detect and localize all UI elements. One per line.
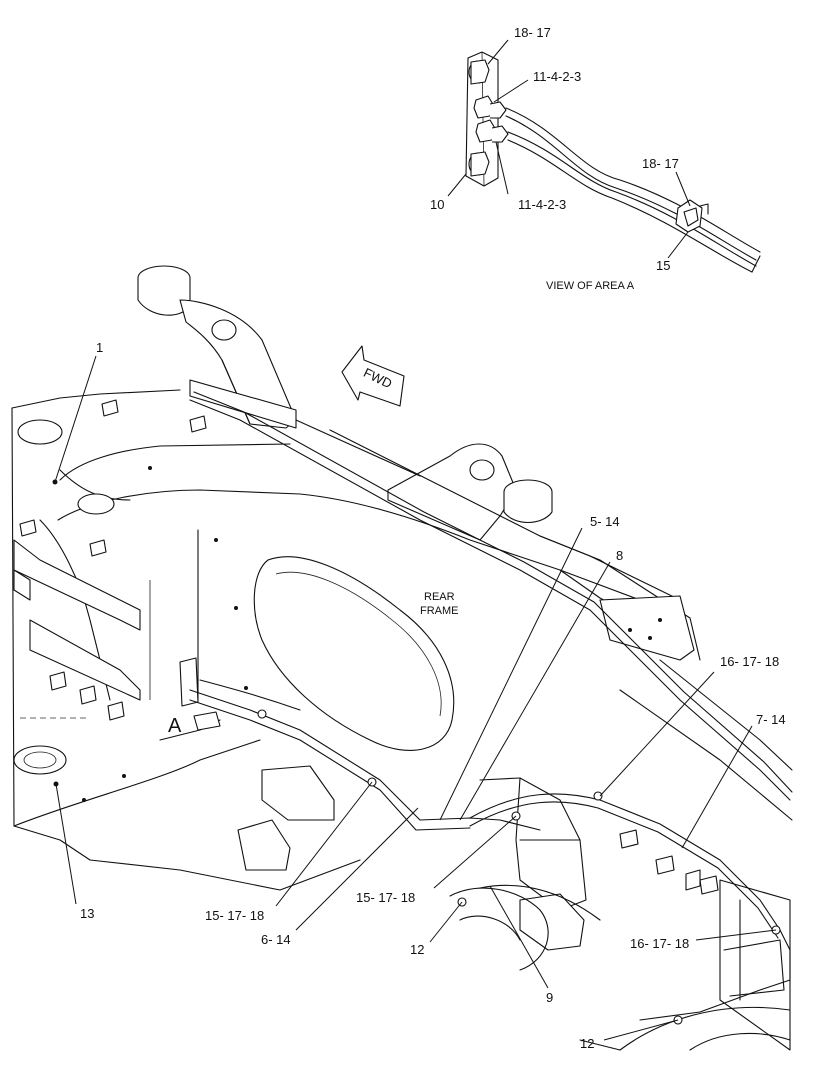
callout-18-17-right: 18- 17 xyxy=(642,156,679,171)
callout-11-4-2-3-upper: 11-4-2-3 xyxy=(533,69,581,84)
callout-8: 8 xyxy=(616,548,623,563)
frame-opening xyxy=(253,556,455,751)
fwd-arrow: FWD xyxy=(341,345,405,407)
callout-7-14: 7- 14 xyxy=(756,712,786,727)
pivot-arm-right xyxy=(387,443,553,541)
callout-9: 9 xyxy=(546,990,553,1005)
bolt-bottom xyxy=(468,151,490,177)
callout-16-17-18-upper: 16- 17- 18 xyxy=(720,654,779,669)
frame-label-line1: REAR xyxy=(424,591,455,603)
callout-1: 1 xyxy=(96,340,103,355)
callout-15: 15 xyxy=(656,258,670,273)
callout-13: 13 xyxy=(80,906,94,921)
area-marker: A xyxy=(168,715,182,737)
callout-5-14: 5- 14 xyxy=(590,514,620,529)
detail-view-area-a xyxy=(465,51,761,273)
view-caption: VIEW OF AREA A xyxy=(546,280,635,292)
callout-15-17-18-mid: 15- 17- 18 xyxy=(356,890,415,905)
callout-6-14: 6- 14 xyxy=(261,932,291,947)
fitting-lower xyxy=(475,119,509,143)
callout-12-bottom: 12 xyxy=(580,1036,594,1051)
callout-10: 10 xyxy=(430,197,444,212)
bolt-top xyxy=(468,59,490,85)
clip-15 xyxy=(675,199,709,233)
pivot-arm-left xyxy=(137,265,297,429)
callout-15-17-18-left: 15- 17- 18 xyxy=(205,908,264,923)
rear-bracket xyxy=(515,777,587,911)
callout-labels: 18- 17 11-4-2-3 11-4-2-3 10 18- 17 15 1 … xyxy=(80,25,786,1051)
cable-run-main xyxy=(189,399,791,801)
tube-upper xyxy=(505,107,761,253)
fitting-upper xyxy=(473,95,507,119)
callout-16-17-18-lower: 16- 17- 18 xyxy=(630,936,689,951)
callout-18-17-top: 18- 17 xyxy=(514,25,551,40)
tube-lower xyxy=(507,131,757,267)
rear-frame xyxy=(11,265,793,1051)
leader-lines xyxy=(54,39,777,1041)
callout-12-mid: 12 xyxy=(410,942,424,957)
callout-11-4-2-3-lower: 11-4-2-3 xyxy=(518,197,566,212)
frame-label-line2: FRAME xyxy=(420,605,459,617)
